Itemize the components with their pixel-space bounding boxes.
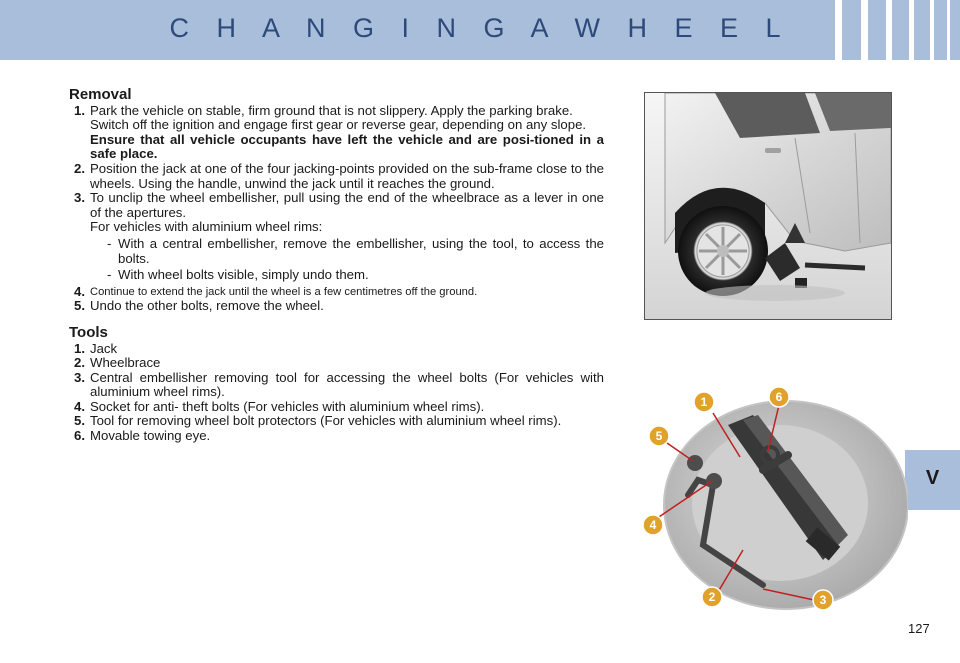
page-title: C H A N G I N G A W H E E L [169, 13, 791, 43]
sub-step: - With wheel bolts visible, simply undo … [107, 267, 369, 283]
callout-2: 2 [709, 590, 716, 604]
spare-wheel-well-illustration: 1 6 5 4 2 3 [642, 386, 909, 611]
tool-item: 4. Socket for anti- theft bolts (For veh… [74, 398, 485, 414]
removal-step-4: 4. Continue to extend the jack until the… [69, 283, 604, 300]
tool-item: 1. Jack [74, 340, 118, 356]
instructions-text: Removal 1. Park the vehicle on stable, f… [69, 86, 604, 444]
step-text: For vehicles with aluminium wheel rims: [90, 219, 323, 235]
step-number: 1. [74, 102, 85, 118]
step-number: 5. [74, 298, 85, 314]
safety-warning: Ensure that all vehicle occupants have l… [90, 131, 604, 162]
page-number: 127 [908, 621, 930, 636]
step-text: Park the vehicle on stable, firm ground … [90, 102, 573, 118]
tool-item: 6. Movable towing eye. [74, 428, 211, 444]
tool-item: 5. Tool for removing wheel bolt protecto… [74, 413, 562, 429]
jack-photo [644, 92, 892, 320]
callout-6: 6 [776, 390, 783, 404]
callout-5: 5 [656, 429, 663, 443]
removal-step-2: 2. Position the jack at one of the four … [69, 160, 604, 191]
step-text: Position the jack at one of the four jac… [90, 160, 604, 191]
callout-3: 3 [820, 593, 827, 607]
step-number: 2. [74, 160, 85, 176]
callout-4: 4 [650, 518, 657, 532]
callout-1: 1 [701, 395, 708, 409]
car-on-jack-illustration [645, 93, 891, 319]
step-text: To unclip the wheel embellisher, pull us… [90, 190, 604, 220]
chapter-tab-label: V [925, 467, 940, 489]
removal-step-5: 5. Undo the other bolts, remove the whee… [69, 299, 604, 314]
step-text: Continue to extend the jack until the wh… [90, 285, 478, 298]
removal-heading: Removal [69, 86, 132, 103]
step-text: Switch off the ignition and engage first… [90, 117, 587, 133]
chapter-tab: V [905, 450, 960, 510]
removal-step-3: 3. To unclip the wheel embellisher, pull… [69, 190, 604, 283]
sub-step: - With a central embellisher, remove the… [107, 235, 604, 266]
step-number: 3. [74, 190, 85, 206]
tools-diagram: 1 6 5 4 2 3 [638, 385, 909, 615]
tool-item: 3. Central embellisher removing tool for… [74, 369, 604, 400]
step-text: Undo the other bolts, remove the wheel. [90, 298, 324, 314]
step-number: 4. [74, 283, 85, 299]
tools-heading: Tools [69, 323, 108, 341]
removal-step-1: 1. Park the vehicle on stable, firm grou… [69, 102, 604, 162]
tool-item: 2. Wheelbrace [74, 355, 161, 371]
page-header: C H A N G I N G A W H E E L [0, 0, 960, 60]
